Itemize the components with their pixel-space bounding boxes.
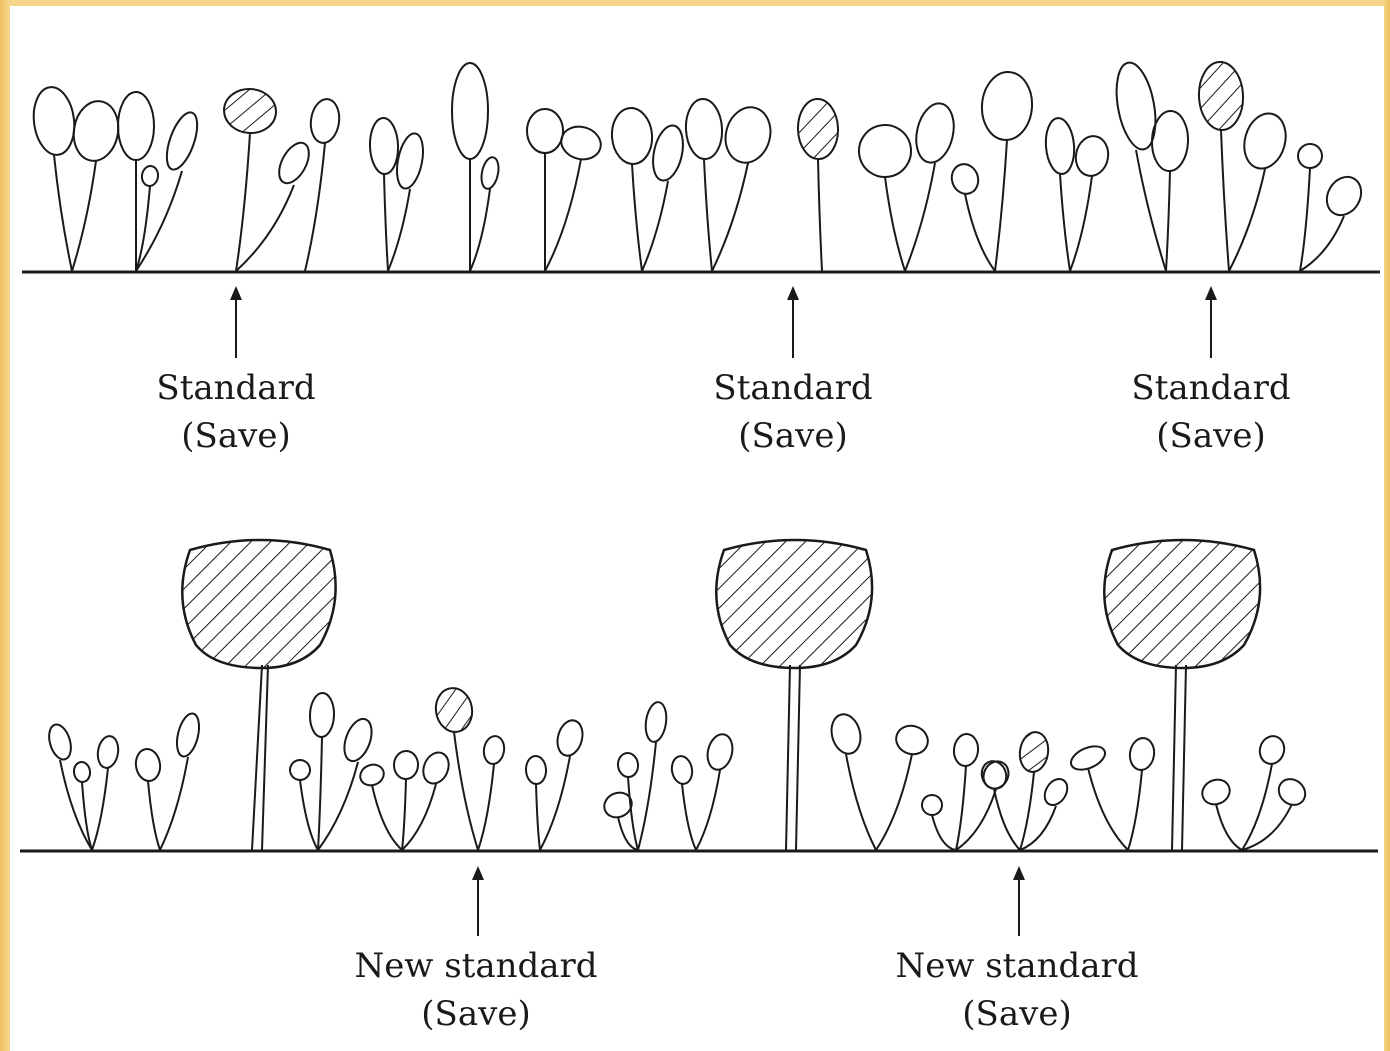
sprout-icon <box>1197 61 1291 271</box>
new-standard-plant <box>1104 540 1260 850</box>
up-arrow-icon <box>787 286 799 358</box>
sprout-icon <box>1068 736 1157 850</box>
sprout-icon <box>1044 117 1112 271</box>
sprout-icon <box>684 98 776 271</box>
sprout-icon <box>527 109 605 271</box>
up-arrow-icon <box>1205 286 1217 358</box>
new-standard-label: New standard (Save) <box>326 942 626 1038</box>
label-line: New standard <box>326 942 626 990</box>
sprout-icon <box>452 63 501 271</box>
sprout-icon <box>855 100 959 271</box>
standard-label: Standard (Save) <box>86 364 386 460</box>
sprout-icon <box>978 730 1072 850</box>
sprout-icon <box>369 118 427 271</box>
up-arrow-icon <box>472 866 484 936</box>
top-row-plants <box>30 59 1368 271</box>
sprout-icon <box>433 685 507 850</box>
label-line: Standard <box>643 364 943 412</box>
sprout-icon <box>670 732 736 850</box>
sprout-icon <box>1297 143 1368 271</box>
label-line: Standard <box>1061 364 1361 412</box>
standard-label: Standard (Save) <box>1061 364 1361 460</box>
sprout-icon <box>305 97 342 271</box>
sprout-icon <box>118 92 203 271</box>
sprout-icon <box>134 711 203 850</box>
label-line: (Save) <box>867 990 1167 1038</box>
up-arrow-icon <box>1013 866 1025 936</box>
sprout-icon <box>918 733 1013 850</box>
new-standard-plant <box>182 540 335 850</box>
sprout-icon <box>610 107 688 271</box>
sprout-icon <box>45 722 120 850</box>
sprout-icon <box>30 85 123 271</box>
sprout-icon <box>600 701 668 850</box>
sprout-icon <box>797 98 839 271</box>
label-line: Standard <box>86 364 386 412</box>
sprout-icon <box>827 711 931 850</box>
label-line: (Save) <box>643 412 943 460</box>
label-line: New standard <box>867 942 1167 990</box>
sprout-icon <box>288 693 377 850</box>
new-standard-label: New standard (Save) <box>867 942 1167 1038</box>
up-arrow-icon <box>230 286 242 358</box>
sprout-icon <box>1110 59 1188 271</box>
sprout-icon <box>525 718 586 850</box>
label-line: (Save) <box>326 990 626 1038</box>
sprout-icon <box>948 70 1034 271</box>
label-line: (Save) <box>86 412 386 460</box>
sprout-icon <box>1198 733 1310 850</box>
sprout-icon <box>357 749 453 850</box>
sprout-icon <box>222 87 315 271</box>
new-standard-plant <box>716 540 872 850</box>
bottom-row-plants <box>45 685 1310 850</box>
standard-label: Standard (Save) <box>643 364 943 460</box>
label-line: (Save) <box>1061 412 1361 460</box>
